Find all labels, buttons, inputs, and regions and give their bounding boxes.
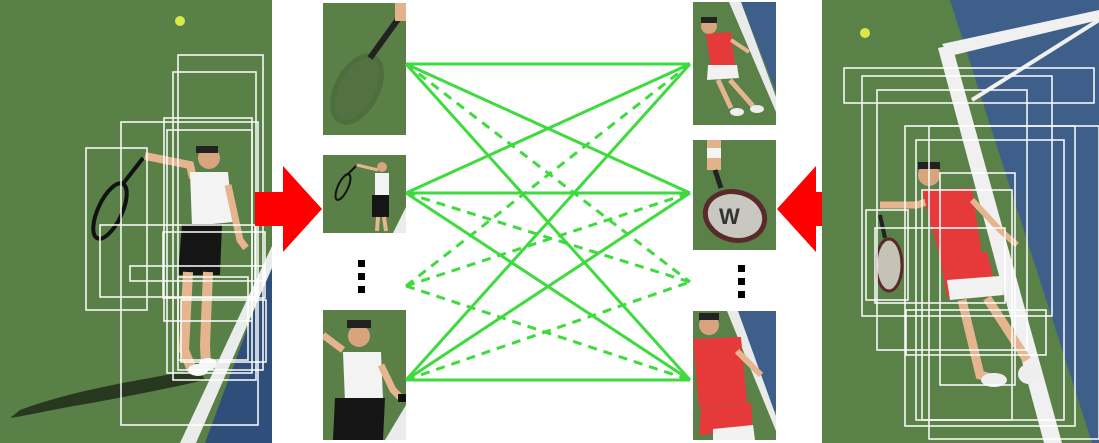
match-line-dashed	[405, 62, 691, 288]
svg-text:W: W	[719, 204, 740, 229]
match-line-dashed	[405, 191, 691, 284]
match-line	[405, 191, 691, 382]
match-line-dashed	[405, 62, 691, 284]
match-line	[405, 62, 691, 195]
match-line-dashed	[405, 284, 691, 382]
right-crop-racket: W	[693, 140, 776, 250]
match-line-dashed	[405, 191, 691, 288]
right-ellipsis	[736, 265, 746, 304]
match-line	[404, 62, 692, 382]
left-ellipsis	[356, 260, 366, 299]
left-crop-racket	[323, 3, 406, 135]
match-line	[405, 62, 691, 195]
right-source-image	[822, 0, 1099, 443]
right-crop-player-serving	[693, 2, 776, 125]
left-crop-player-full	[323, 155, 406, 233]
left-crop-player-upper	[323, 310, 406, 440]
match-line-dashed	[405, 280, 691, 382]
match-line	[404, 62, 692, 382]
right-crop-player-upper	[693, 311, 776, 440]
left-transfer-arrow	[255, 166, 322, 252]
left-source-image	[0, 0, 272, 443]
right-transfer-arrow	[777, 166, 843, 252]
match-line	[405, 191, 691, 382]
